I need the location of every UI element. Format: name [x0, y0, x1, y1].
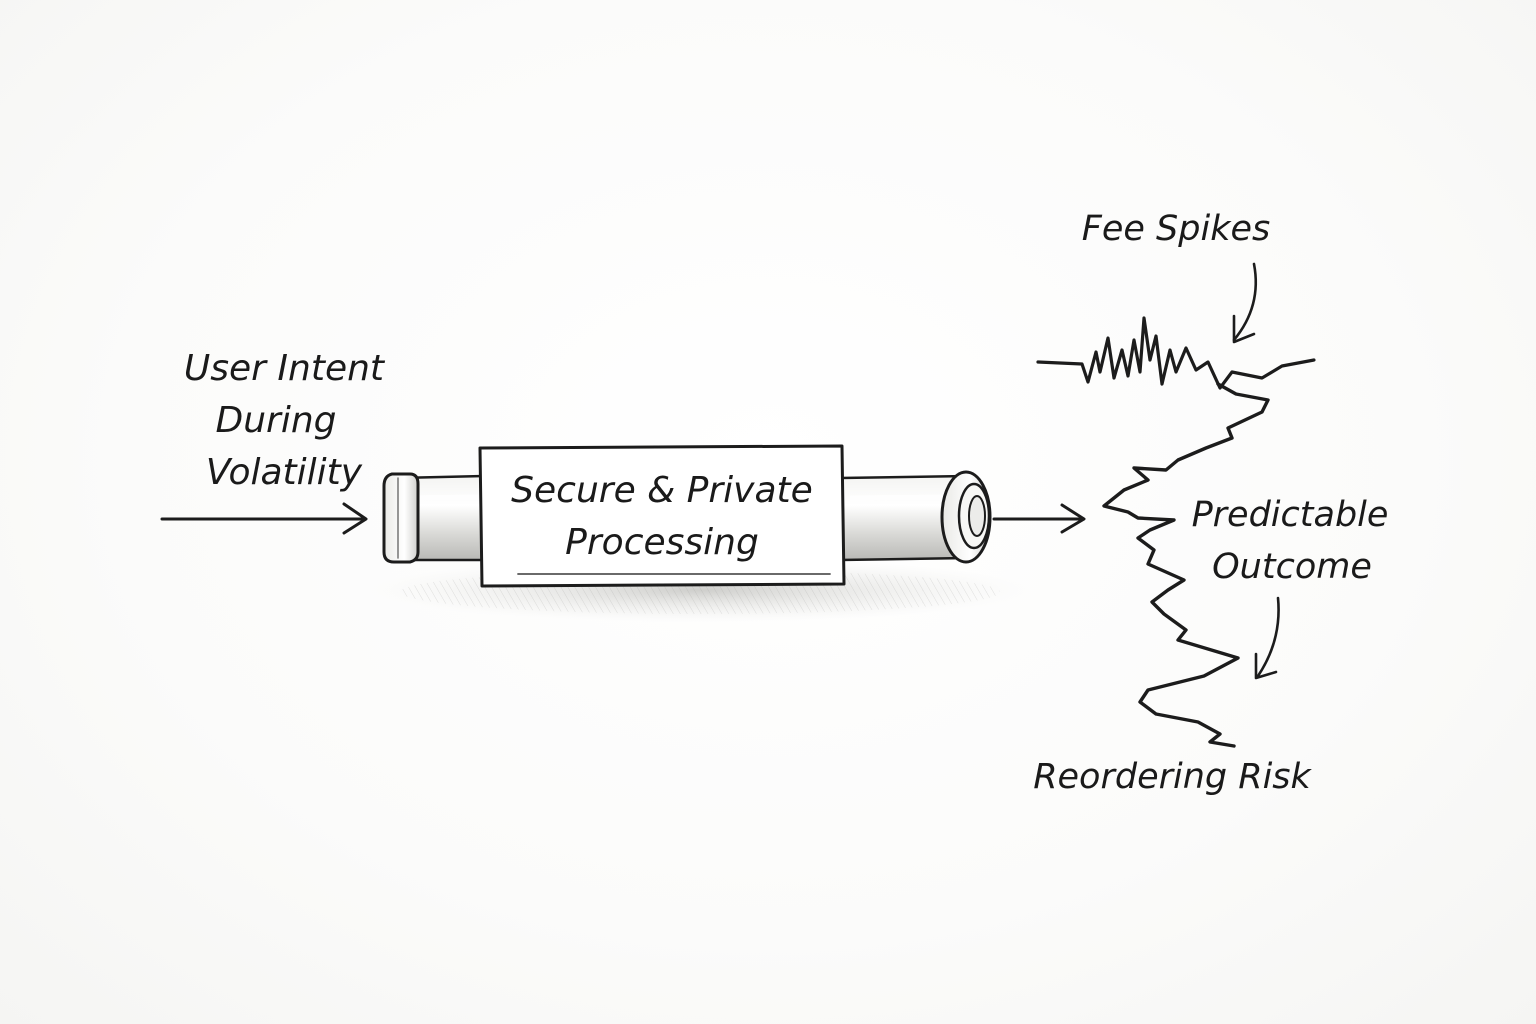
outcome-label-line-1: Predictable: [1192, 495, 1389, 535]
process-label-line-2: Processing: [565, 522, 759, 563]
pipe: [382, 470, 992, 564]
volatility-line: [1036, 316, 1316, 748]
process-label-line-1: Secure & Private: [511, 470, 813, 511]
input-label: User Intent During Volatility: [184, 348, 386, 493]
input-label-line-1: User Intent: [184, 348, 386, 389]
input-label-line-2: During: [215, 400, 336, 441]
outcome-arrowhead: [1254, 652, 1278, 680]
output-arrow: [992, 503, 1086, 534]
fee-spikes-arrowhead: [1232, 314, 1256, 344]
process-box: Secure & Private Processing: [478, 444, 846, 588]
fee-spikes-pointer: [1232, 262, 1258, 342]
pipe-left-cap: [382, 472, 420, 564]
pipe-right-cap: [940, 470, 992, 564]
fee-spikes-annotation: Fee Spikes: [1082, 209, 1271, 344]
input-arrow: [160, 502, 368, 535]
outcome-label-line-2: Outcome: [1212, 547, 1372, 587]
input-label-line-3: Volatility: [206, 452, 363, 493]
outcome-annotation: Predictable Outcome: [1192, 495, 1389, 680]
outcome-pointer: [1256, 596, 1280, 678]
fee-spikes-label: Fee Spikes: [1082, 209, 1271, 249]
reordering-risk-label: Reordering Risk: [1033, 757, 1312, 797]
